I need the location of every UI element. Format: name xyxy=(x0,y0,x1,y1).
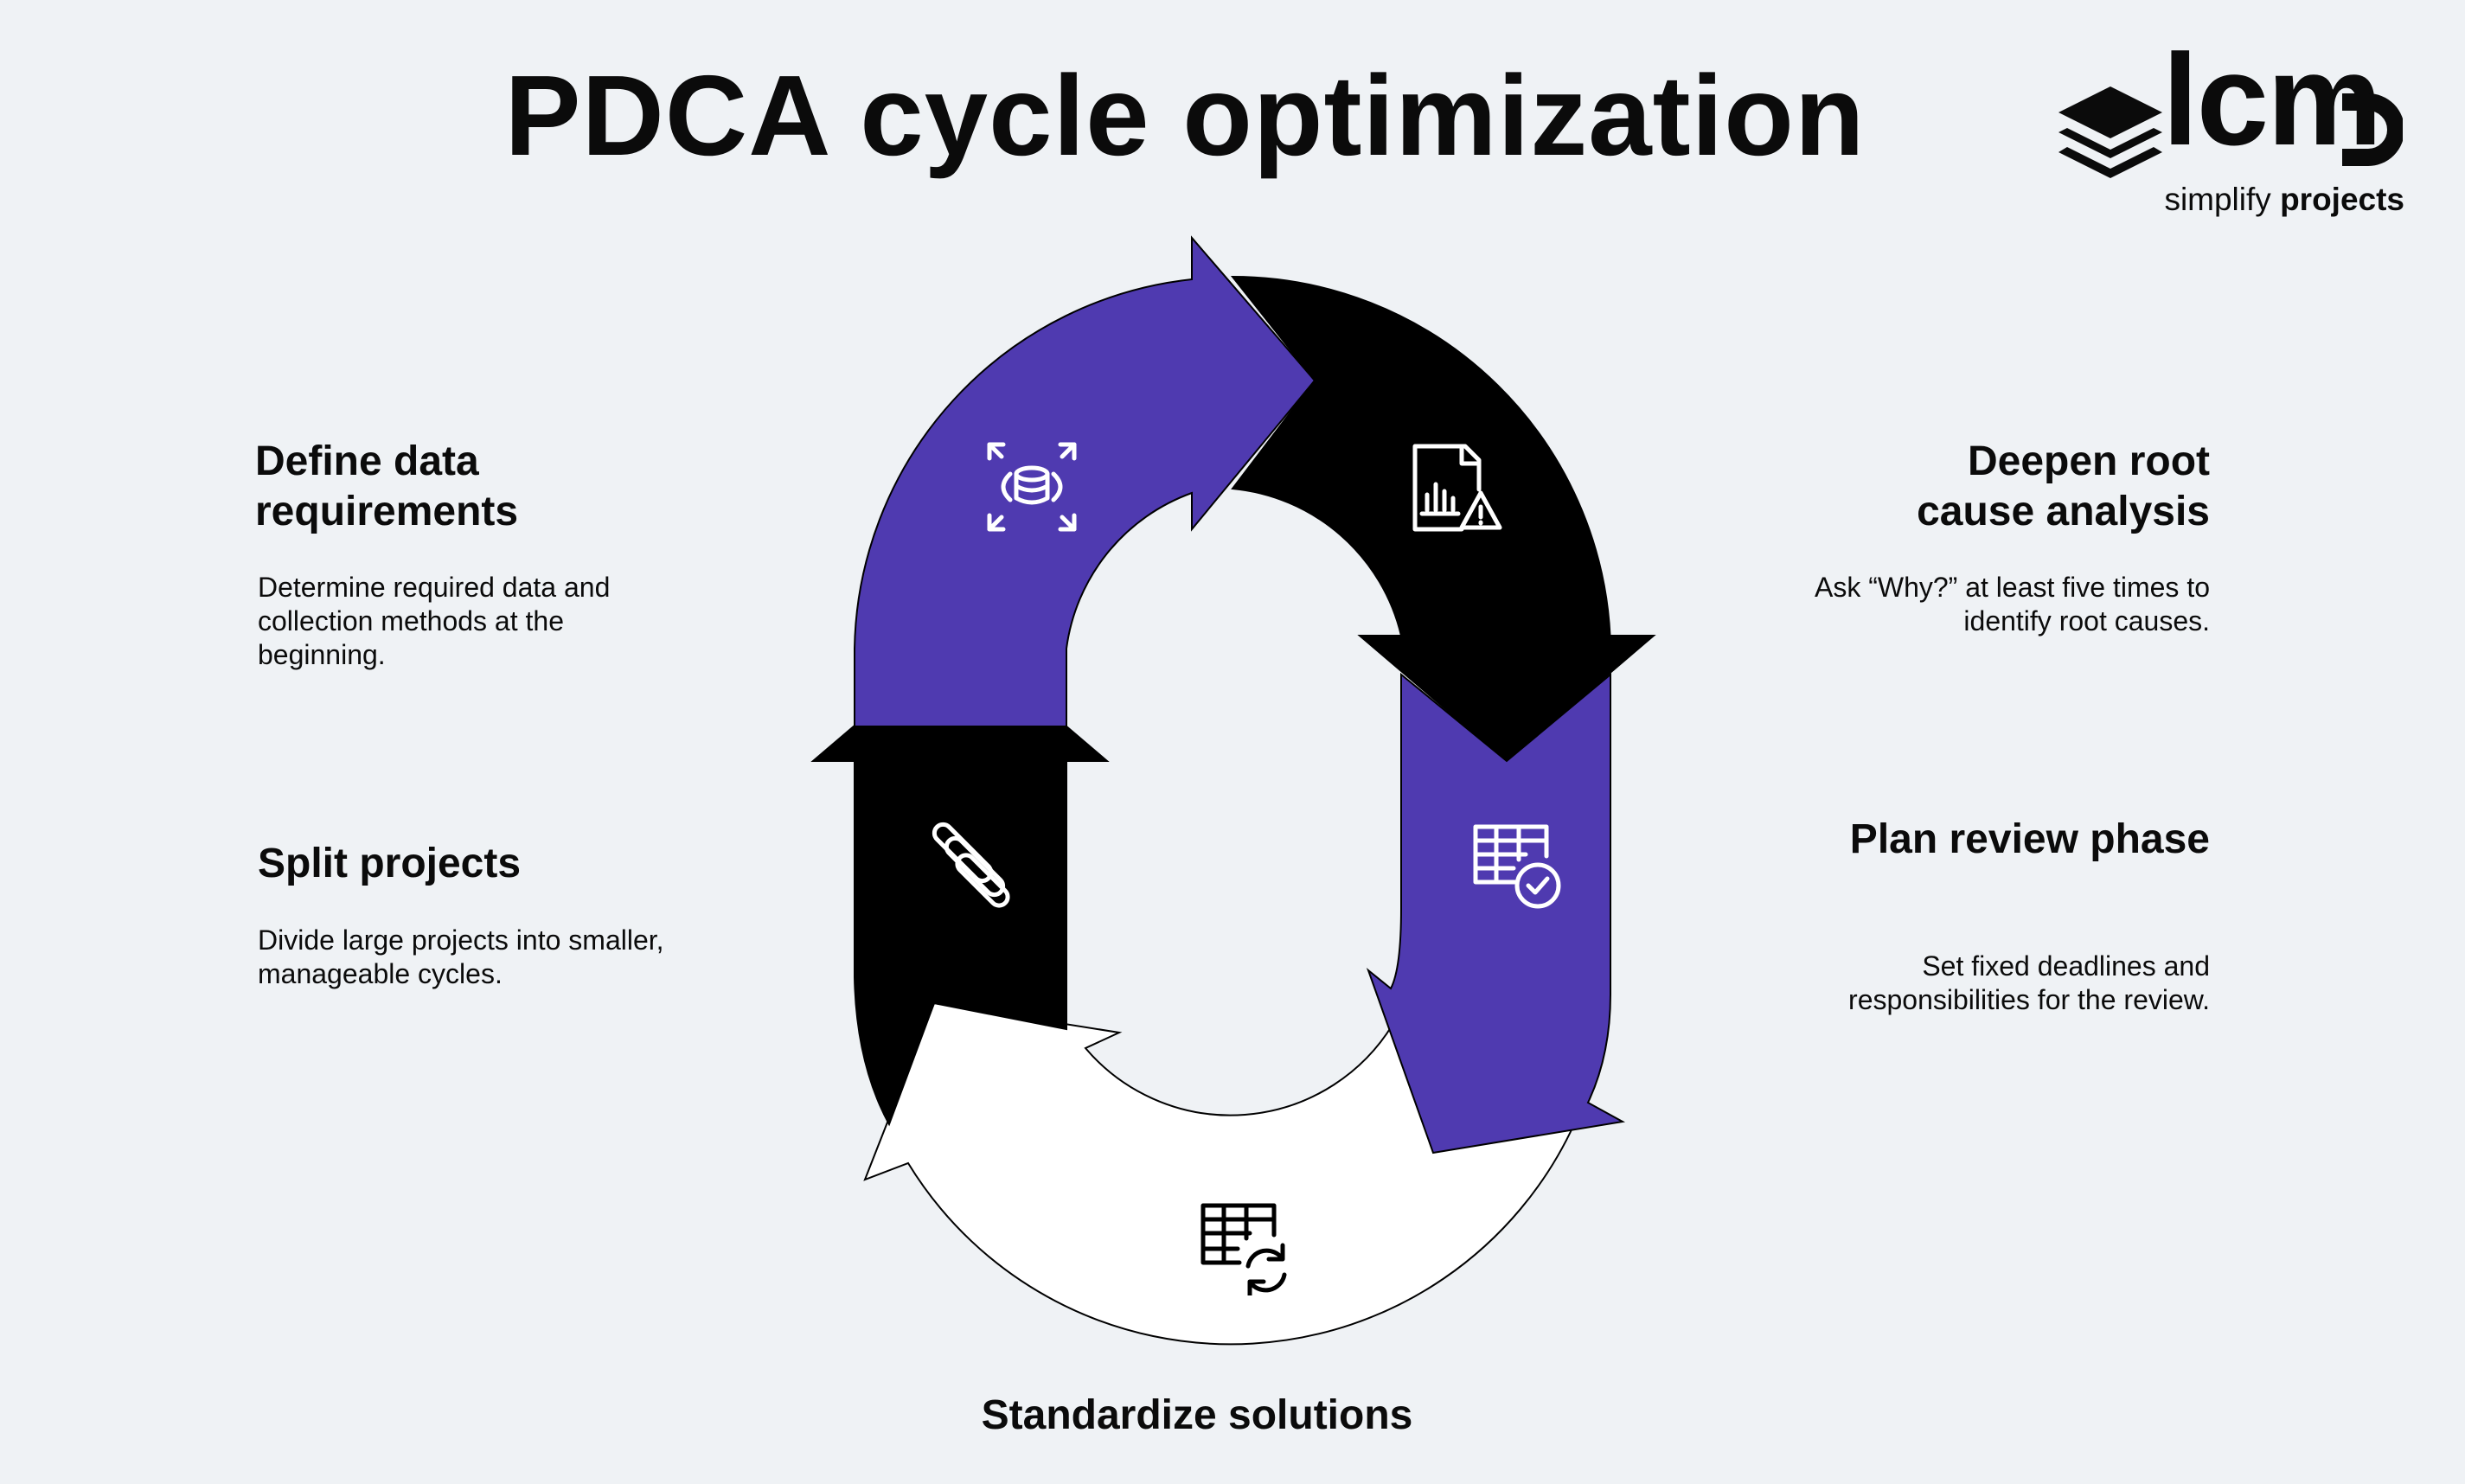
brand-logo: lcm simplify projects xyxy=(2058,35,2422,225)
brand-wordmark-end-glyph xyxy=(2342,93,2403,166)
tagline-bold: projects xyxy=(2280,182,2404,217)
step-deepen-heading: Deepen root cause analysis xyxy=(1917,438,2210,534)
step-standardize-heading: Standardize solutions xyxy=(981,1392,1413,1438)
step-split-description: Divide large projects into smaller, mana… xyxy=(258,924,664,989)
tagline-regular: simplify xyxy=(2164,182,2281,217)
layers-icon xyxy=(2058,86,2162,178)
step-plan-heading: Plan review phase xyxy=(1849,816,2210,862)
arrow-split xyxy=(810,634,1110,1127)
step-plan-description: Set fixed deadlines and responsibilities… xyxy=(1848,950,2210,1015)
table-check-icon xyxy=(1473,824,1561,909)
split-bars-icon xyxy=(932,822,1010,908)
arrow-plan xyxy=(1366,672,1626,1155)
database-scan-icon xyxy=(987,442,1077,532)
arrow-define xyxy=(854,235,1316,727)
page-title: PDCA cycle optimization xyxy=(504,52,1866,179)
step-define-description: Determine required data and collection m… xyxy=(258,572,611,670)
step-split-heading: Split projects xyxy=(258,841,522,886)
arrow-standardize xyxy=(863,1001,1576,1346)
step-deepen-description: Ask “Why?” at least five times to identi… xyxy=(1814,572,2210,636)
table-refresh-icon xyxy=(1200,1203,1287,1295)
arrow-deepen xyxy=(1230,275,1656,763)
document-chart-warning-icon xyxy=(1412,444,1502,532)
step-define-heading: Define data requirements xyxy=(255,438,519,534)
brand-tagline: simplify projects xyxy=(2164,182,2404,218)
